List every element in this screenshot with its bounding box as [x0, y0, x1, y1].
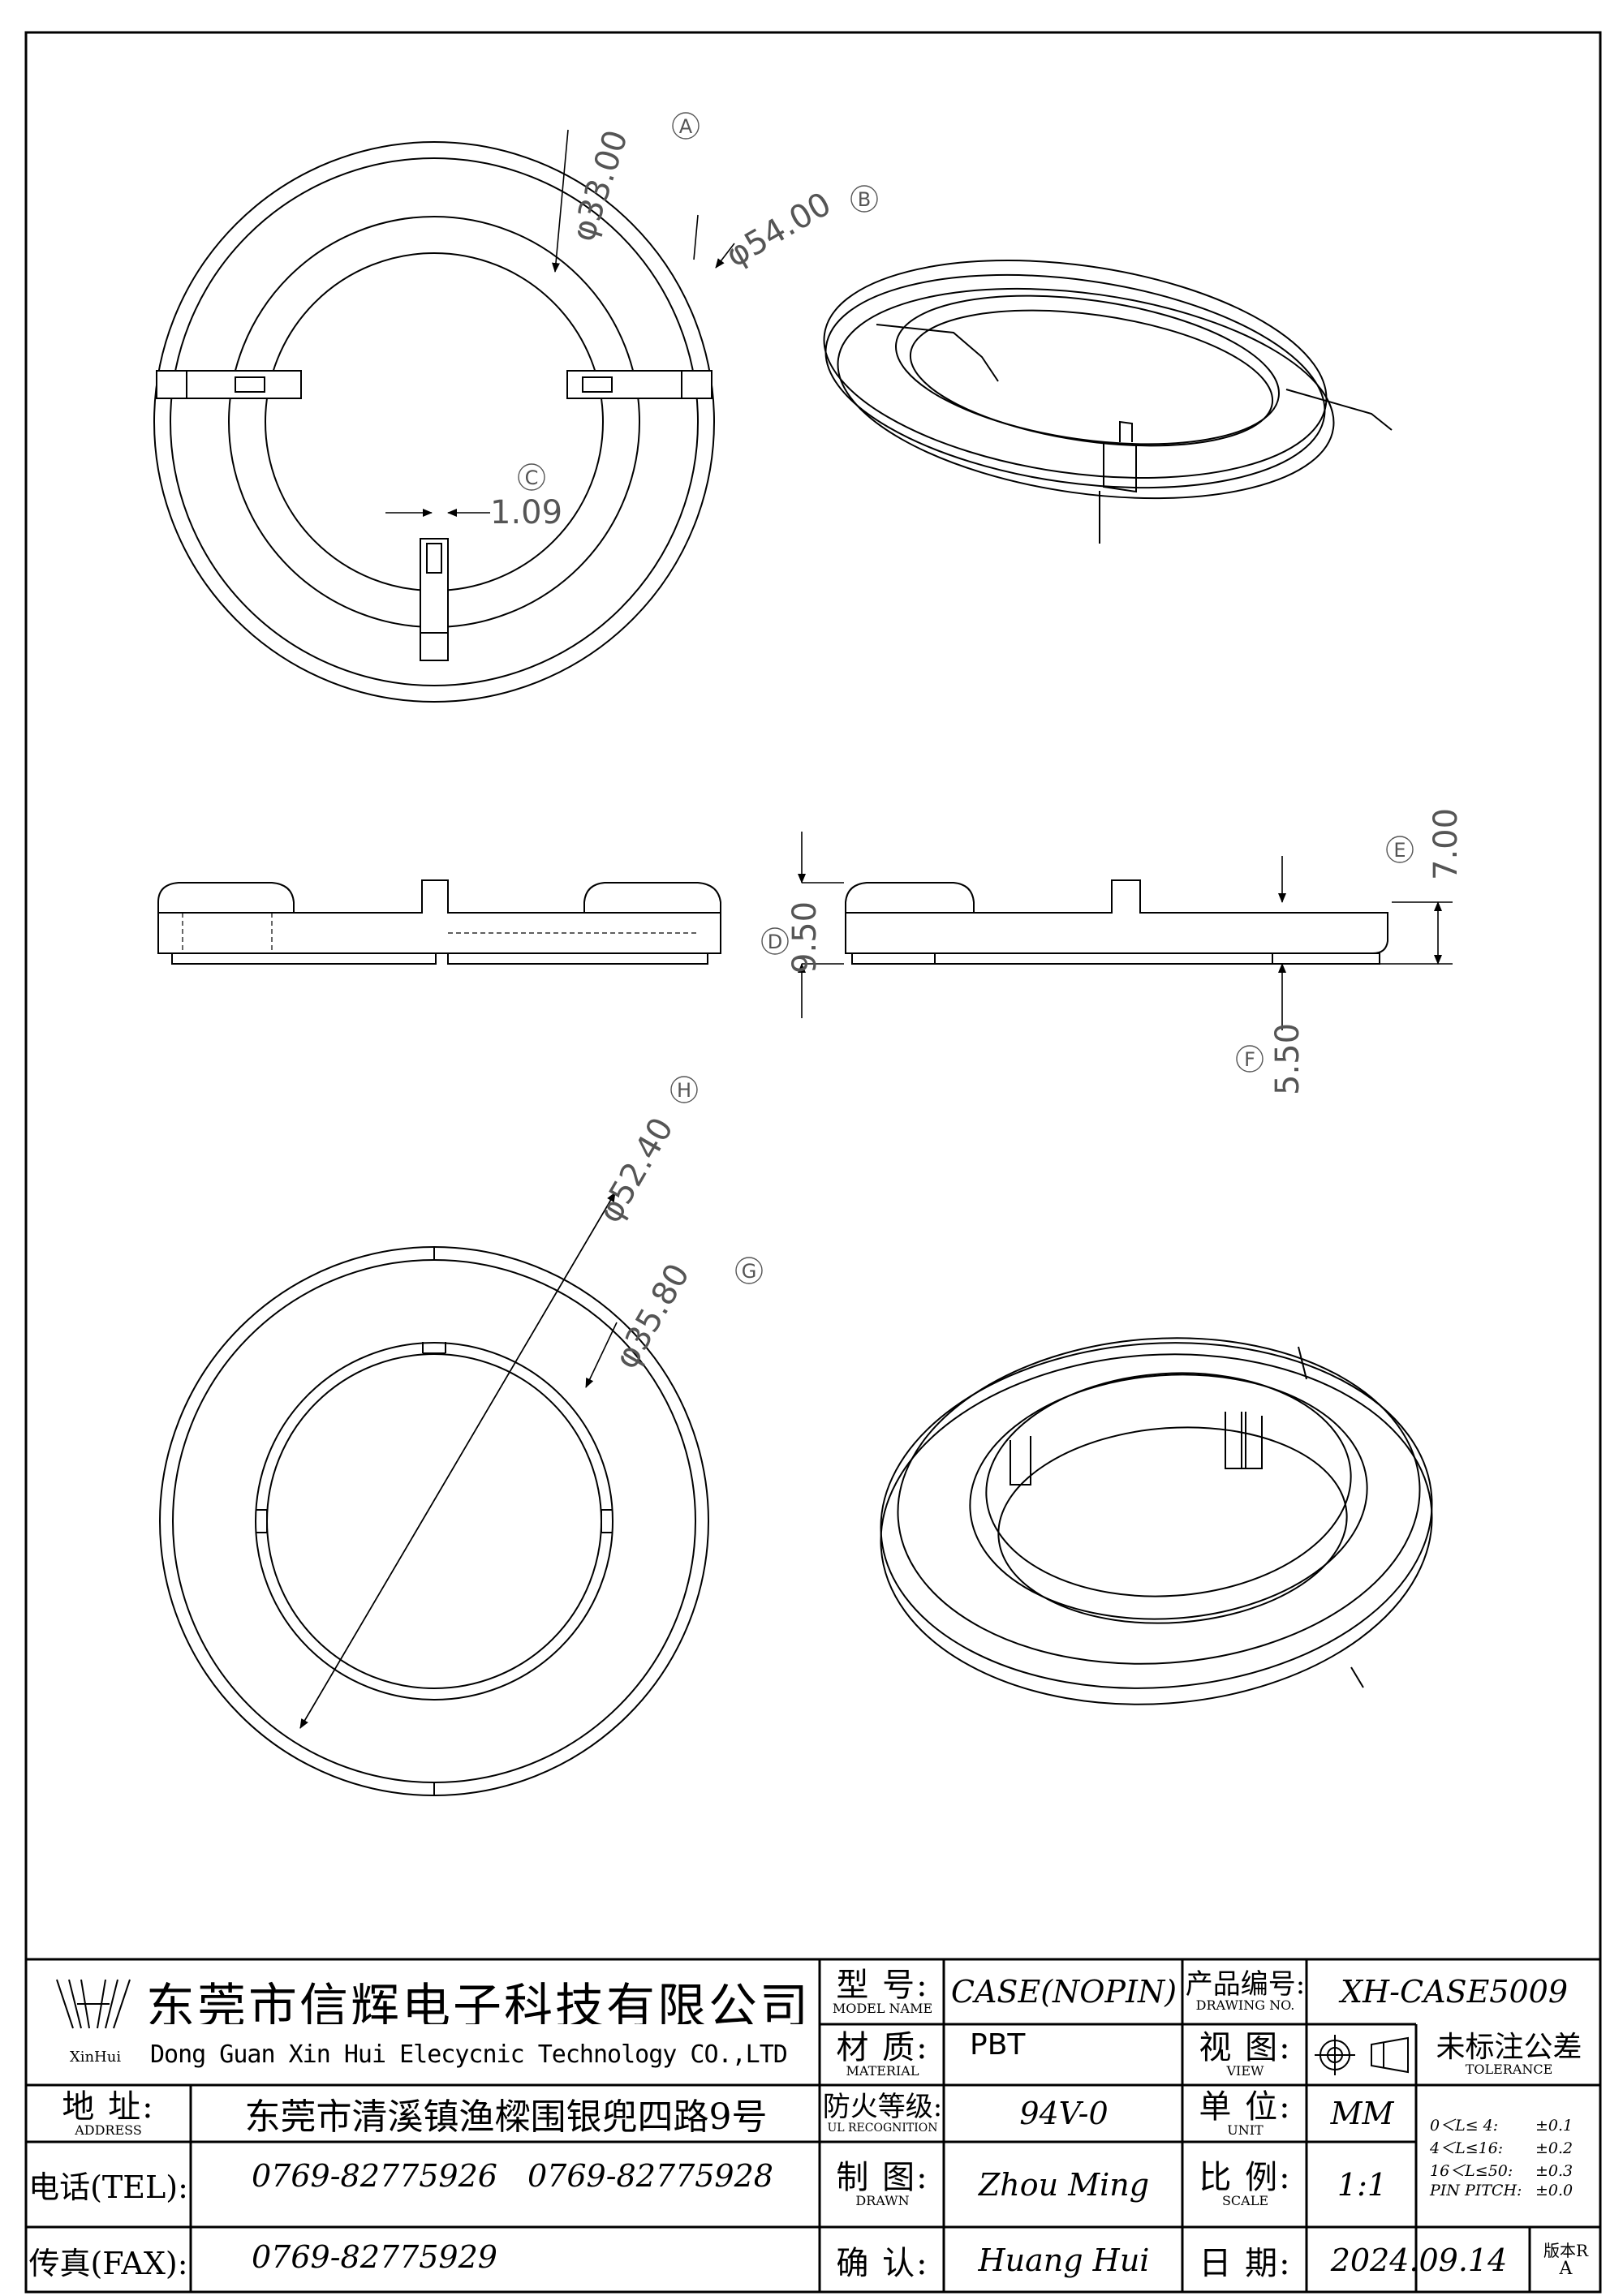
balloon-H: H — [677, 1079, 691, 1102]
balloon-B: B — [858, 188, 871, 211]
dim-E-text: 7.00 — [1427, 808, 1465, 880]
balloon-G: G — [742, 1260, 757, 1283]
sheet-border — [24, 31, 1602, 2294]
balloon-E: E — [1393, 839, 1406, 862]
projection-symbol-icon — [1315, 2035, 1409, 2075]
dim-A-text: φ33.00 — [565, 126, 635, 246]
side-view-dimensions — [798, 832, 1453, 1030]
title-block-grid — [26, 1958, 1600, 2292]
bottom-view — [159, 1246, 709, 1796]
iso-view-bottom — [880, 1337, 1433, 1705]
iso-view-top — [823, 260, 1393, 544]
balloon-A: A — [679, 115, 693, 138]
company-logo-icon — [56, 1979, 131, 2029]
top-view-dimensions — [385, 129, 735, 517]
dim-H-text: φ52.40 — [592, 1111, 681, 1229]
side-view-right — [845, 879, 1388, 965]
bottom-view-dimensions — [299, 1192, 618, 1729]
side-view-left — [157, 879, 721, 965]
balloon-D: D — [768, 931, 782, 953]
top-view — [153, 141, 715, 703]
dim-B-text: φ54.00 — [720, 185, 837, 274]
dim-F-text: 5.50 — [1269, 1023, 1307, 1095]
dim-C-text: 1.09 — [490, 494, 562, 531]
dim-D-text: 9.50 — [786, 901, 824, 974]
balloon-F: F — [1244, 1048, 1255, 1071]
balloon-C: C — [525, 467, 539, 489]
dim-G-text: φ35.80 — [608, 1258, 697, 1375]
